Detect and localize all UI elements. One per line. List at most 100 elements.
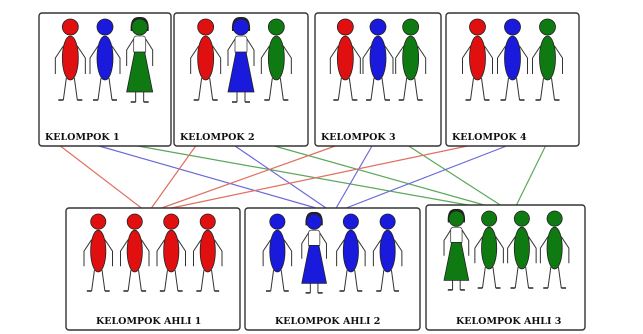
arm-icon <box>301 232 309 259</box>
person-green-male <box>507 210 537 289</box>
head-icon <box>267 18 285 36</box>
leg-icon <box>164 270 168 292</box>
head-icon <box>199 213 216 230</box>
connector-red <box>155 145 336 211</box>
arm-icon <box>145 38 154 66</box>
blouse-icon <box>234 35 248 55</box>
body-icon <box>342 229 359 273</box>
person-blue-male <box>497 18 528 101</box>
head-icon <box>504 18 521 36</box>
expert-group-box <box>65 207 241 331</box>
home-group-label: KELOMPOK 3 <box>321 132 396 143</box>
home-group-4: KELOMPOK 4 <box>445 12 580 147</box>
head-icon <box>513 210 530 227</box>
blouse-icon <box>133 35 147 55</box>
home-group-3: KELOMPOK 3 <box>314 12 442 147</box>
person-green-female <box>126 16 154 103</box>
body-icon <box>539 35 556 81</box>
head-icon <box>469 18 486 36</box>
home-group-label: KELOMPOK 4 <box>452 132 527 143</box>
leg-icon <box>492 267 497 289</box>
leg-icon <box>268 77 273 101</box>
expert-group-2: KELOMPOK AHLI 2 <box>244 207 421 331</box>
person-green-male <box>395 18 427 101</box>
arm-icon <box>336 239 345 267</box>
body-icon <box>163 229 180 273</box>
arm-icon <box>246 38 255 66</box>
body-icon <box>469 35 486 81</box>
blouse-icon <box>450 226 463 245</box>
leg-icon <box>127 270 132 292</box>
connector-lines <box>59 145 547 211</box>
head-icon <box>163 213 180 230</box>
leg-icon <box>108 77 113 101</box>
leg-icon <box>91 270 95 292</box>
person-blue-male <box>89 18 121 101</box>
body-icon <box>379 229 396 273</box>
leg-icon <box>198 77 203 101</box>
body-icon <box>199 229 216 273</box>
person-blue-male <box>336 213 366 292</box>
leg-icon <box>481 267 486 289</box>
arm-icon <box>282 45 292 74</box>
person-red-male <box>83 213 113 292</box>
arm-icon <box>262 239 272 267</box>
person-blue-male <box>372 213 403 292</box>
body-icon <box>402 35 420 81</box>
body-icon <box>369 35 387 81</box>
leg-icon <box>101 270 106 292</box>
home-group-label: KELOMPOK 1 <box>45 132 120 143</box>
person-red-male <box>54 18 86 101</box>
leg-icon <box>381 77 386 101</box>
leg-icon <box>505 77 509 101</box>
person-red-male <box>120 213 150 292</box>
arm-icon <box>443 229 452 256</box>
arm-icon <box>120 239 129 267</box>
arm-icon <box>54 45 64 74</box>
arm-icon <box>507 236 516 264</box>
person-green-male <box>260 18 292 101</box>
arm-icon <box>126 38 135 66</box>
body-icon <box>96 35 114 81</box>
expert-group-1: KELOMPOK AHLI 1 <box>65 207 241 331</box>
arm-icon <box>140 239 150 267</box>
head-icon <box>379 213 396 230</box>
arm-icon <box>528 236 537 264</box>
arm-icon <box>395 45 405 74</box>
person-red-male <box>462 18 493 101</box>
leg-icon <box>337 77 342 101</box>
arm-icon <box>193 239 202 267</box>
leg-icon <box>279 77 284 101</box>
leg-icon <box>390 270 395 292</box>
arm-icon <box>554 45 563 74</box>
arm-icon <box>393 239 403 267</box>
connector-blue <box>334 145 373 211</box>
leg-icon <box>62 77 67 101</box>
arm-icon <box>497 45 506 74</box>
body-icon <box>546 226 563 270</box>
arm-icon <box>495 236 504 264</box>
head-icon <box>269 213 286 230</box>
home-group-1: KELOMPOK 1 <box>38 12 172 147</box>
leg-icon <box>380 270 385 292</box>
person-blue-female <box>301 211 327 294</box>
connector-red <box>149 145 197 211</box>
arm-icon <box>329 45 339 74</box>
home-group-label: KELOMPOK 2 <box>180 132 255 143</box>
person-blue-male <box>262 213 293 292</box>
head-icon <box>336 18 354 36</box>
leg-icon <box>481 77 485 101</box>
skirt-icon <box>227 51 255 93</box>
arm-icon <box>357 239 366 267</box>
arm-icon <box>213 239 223 267</box>
arm-icon <box>539 236 549 264</box>
body-icon <box>197 35 215 81</box>
skirt-icon <box>443 242 470 281</box>
head-icon <box>90 213 107 230</box>
arm-icon <box>519 45 528 74</box>
body-icon <box>90 229 107 273</box>
head-icon <box>448 210 465 227</box>
expert-group-label: KELOMPOK AHLI 3 <box>456 316 561 327</box>
leg-icon <box>343 270 348 292</box>
